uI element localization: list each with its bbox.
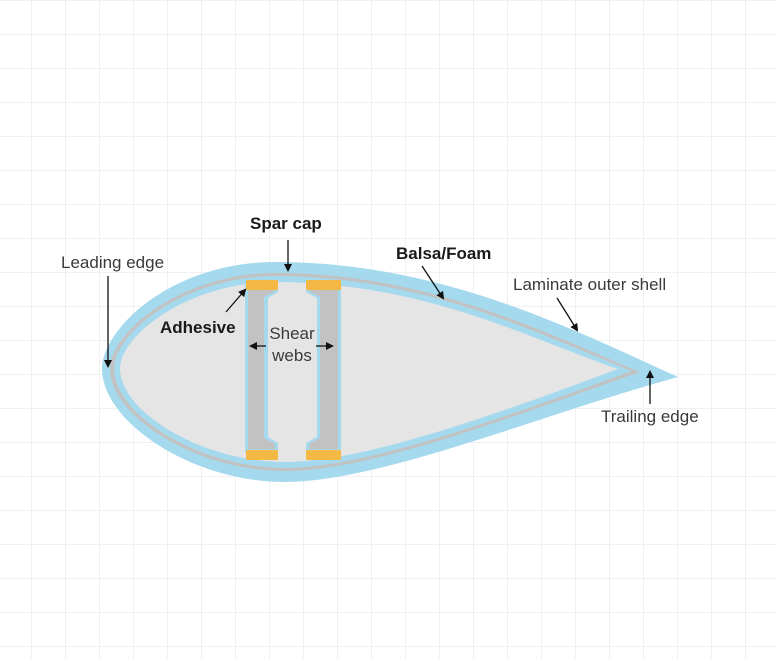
shear-webs-label-line2: webs [272, 346, 312, 365]
spar-cap-label: Spar cap [250, 214, 322, 233]
shear-web-left [245, 285, 278, 452]
shear-webs-label-line1: Shear [269, 324, 315, 343]
balsa-foam-arrow [421, 265, 445, 300]
shear-webs-label: Shear webs [266, 323, 318, 367]
adhesive-bottom-right [306, 450, 341, 460]
adhesive-arrow [225, 288, 247, 313]
trailing-edge-label: Trailing edge [601, 407, 699, 426]
adhesive-top-left [246, 280, 278, 290]
balsa-foam-label: Balsa/Foam [396, 244, 492, 263]
adhesive-bottom-left [246, 450, 278, 460]
shear-web-right [306, 285, 341, 452]
laminate-shell-arrow [556, 297, 579, 332]
hollow-interior [119, 282, 619, 462]
leading-edge-label: Leading edge [61, 253, 165, 272]
adhesive-label: Adhesive [160, 318, 236, 337]
laminate-outer-shell-label: Laminate outer shell [513, 275, 667, 294]
adhesive-top-right [306, 280, 341, 290]
